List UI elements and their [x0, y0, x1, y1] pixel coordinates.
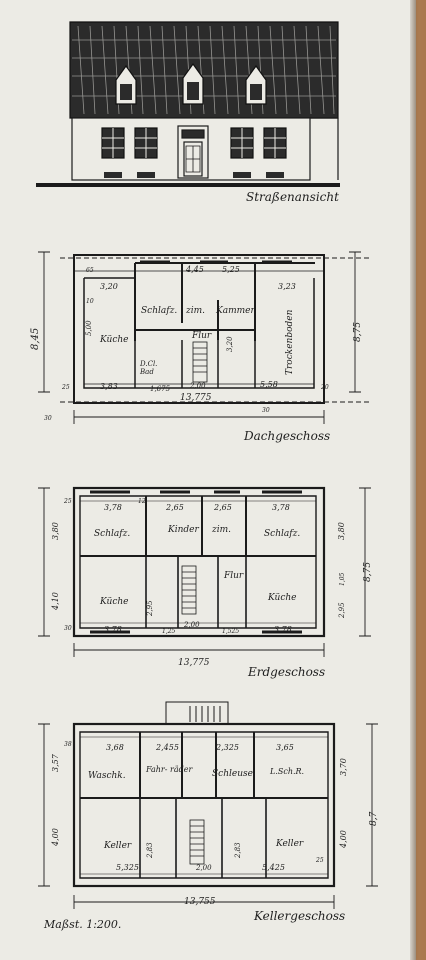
attic-height-right: 8,75 — [353, 322, 363, 342]
attic-height-left: 8,45 — [30, 328, 41, 350]
ground-total-width: 13,775 — [178, 658, 210, 668]
basement-dim-3-68: 3,68 — [106, 743, 124, 752]
ground-dim-1-05: 1,05 — [339, 572, 346, 586]
attic-room-bad: Bad — [139, 368, 154, 376]
ground-dim-3-80l: 3,80 — [51, 522, 60, 540]
attic-dim-25: 25 — [61, 384, 70, 391]
ground-dim-2-00: 2,00 — [183, 621, 200, 629]
basement-dim-2-83r: 2,83 — [234, 842, 242, 859]
basement-title: Kellergeschoss — [253, 909, 345, 923]
attic-dim-30b: 30 — [262, 407, 270, 414]
basement-dim-2-83l: 2,83 — [146, 842, 154, 859]
attic-dim-5-25: 5,25 — [222, 265, 240, 274]
basement-room-keller-left: Keller — [103, 841, 132, 851]
ground-dim-3-78c: 3,78 — [104, 625, 122, 634]
ground-dim-3-78a: 3,78 — [104, 503, 122, 512]
attic-room-flur: Flur — [191, 331, 212, 341]
basement-room-keller-right: Keller — [275, 839, 304, 849]
basement-dim-2-325: 2,325 — [215, 743, 239, 752]
basement-dim-2-455: 2,455 — [155, 743, 179, 752]
ground-dim-1-25: 1,25 — [162, 628, 176, 635]
basement-dim-3-57l: 3,57 — [51, 753, 60, 772]
basement-dim-25: 25 — [315, 857, 324, 864]
ground-dim-3-78d: 3,78 — [274, 625, 292, 634]
basement-dim-3-65: 3,65 — [276, 743, 294, 752]
attic-total-width: 13,775 — [180, 393, 212, 403]
ground-dim-3-78b: 3,78 — [272, 503, 290, 512]
ground-dim-3-80r: 3,80 — [337, 522, 346, 540]
scale-note: Maßst. 1:200. — [43, 918, 121, 931]
attic-room-zim: zim. — [185, 306, 205, 316]
basement-room-schleuse: Schleuse — [212, 769, 253, 779]
ground-room-kinder: Kinder — [167, 525, 199, 535]
basement-dim-5-425: 5,425 — [262, 863, 285, 872]
ground-title: Erdgeschoss — [247, 665, 325, 679]
sheet-edge — [410, 0, 416, 960]
basement-room-fahrraeder: Fahr- räder — [145, 765, 193, 774]
basement-dim-3-70r: 3,70 — [339, 758, 348, 776]
attic-dim-30: 30 — [44, 415, 52, 422]
ground-dim-12: 12 — [138, 498, 146, 505]
ground-dim-2-95r: 2,95 — [338, 602, 346, 619]
ground-room-schlaf-left: Schlafz. — [94, 529, 130, 539]
attic-dim-5-00: 5,00 — [85, 320, 93, 336]
attic-room-kueche: Küche — [99, 335, 129, 345]
attic-room-schlafzimmer: Schlafz. — [141, 306, 177, 316]
ground-dim-30: 30 — [64, 625, 72, 632]
ground-dim-2-65b: 2,65 — [213, 503, 232, 512]
attic-dim-65: 65 — [86, 267, 94, 274]
attic-dim-3-20: 3,20 — [100, 282, 118, 291]
attic-room-trockenboden: Trockenboden — [285, 309, 295, 375]
attic-dim-20: 20 — [320, 384, 329, 391]
attic-plan: 8,45 8,75 13,775 3,20 4,45 5,25 3,23 3,8… — [30, 251, 370, 443]
basement-dim-4-00r: 4,00 — [339, 830, 348, 849]
attic-dim-2-00: 2,00 — [189, 382, 206, 390]
basement-plan: 8,7 13,755 3,68 2,455 2,325 3,65 5,325 2… — [38, 701, 379, 931]
basement-room-lsch: L.Sch.R. — [269, 767, 304, 776]
ground-room-flur: Flur — [223, 571, 244, 581]
ground-dim-4-10: 4,10 — [51, 592, 60, 611]
ground-room-kueche-right: Küche — [267, 593, 297, 603]
attic-dim-4-45: 4,45 — [185, 265, 204, 274]
basement-dim-2-00: 2,00 — [195, 864, 212, 872]
basement-dim-4-00l: 4,00 — [51, 828, 60, 847]
attic-dim-10: 10 — [86, 298, 94, 305]
basement-total-width: 13,755 — [184, 897, 216, 907]
attic-room-dlcl: D.Cl. — [139, 360, 157, 368]
attic-dim-3-20b: 3,20 — [226, 336, 234, 352]
ground-room-schlaf-right: Schlafz. — [264, 529, 300, 539]
attic-title: Dachgeschoss — [243, 429, 330, 443]
attic-dim-5-58: 5,58 — [260, 380, 278, 389]
ground-height-right: 8,75 — [363, 562, 373, 582]
ground-room-zim: zim. — [211, 525, 231, 535]
attic-dim-3-23: 3,23 — [278, 282, 296, 291]
ground-dim-25: 25 — [63, 498, 72, 505]
ground-floor-plan: 8,75 13,775 3,78 2,65 2,65 3,78 3,78 3,7… — [38, 486, 373, 679]
basement-dim-5-325: 5,325 — [116, 863, 139, 872]
ground-dim-2-95l: 2,95 — [146, 600, 154, 617]
street-view-elevation: Straßenansicht — [36, 21, 340, 204]
basement-room-waschk: Waschk. — [88, 771, 126, 781]
street-view-title: Straßenansicht — [246, 190, 339, 204]
ground-dim-1-525: 1,525 — [222, 628, 239, 635]
ground-room-kueche-left: Küche — [99, 597, 129, 607]
ground-dim-2-65a: 2,65 — [165, 503, 184, 512]
basement-height-right: 8,7 — [369, 811, 379, 826]
attic-dim-3-83: 3,83 — [100, 382, 118, 391]
attic-dim-1-675: 1,675 — [150, 385, 171, 393]
attic-room-kammer: Kammer — [215, 306, 255, 316]
basement-dim-38: 38 — [64, 741, 72, 748]
